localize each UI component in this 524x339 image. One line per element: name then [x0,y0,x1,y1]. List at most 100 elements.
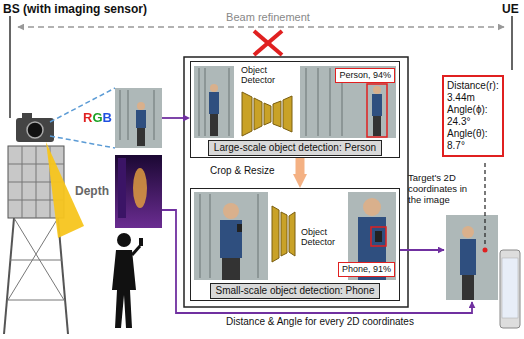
input-photo [194,192,268,280]
phone-body [500,250,520,328]
photo-ground [194,66,234,138]
depth-arrow [162,210,472,313]
rgb-image: RGB [115,88,162,148]
node-text: Distance(r): 3.44m [447,80,499,104]
node-text: RGB [83,110,112,125]
body [112,250,136,328]
annotation: Distance & Angle for every 2D coordinate… [226,316,414,328]
body [209,92,219,114]
photo-ground [194,192,268,280]
camera-lens [27,122,43,138]
object-detector-icon [272,206,295,262]
user-silhouette [112,233,143,328]
lockers [199,68,229,136]
bounding-box [371,227,386,246]
node-text: Large-scale object detection: Person [214,142,376,154]
body [460,239,476,275]
camera [16,113,54,142]
node-text: Object Detector [241,65,291,85]
phone [237,224,242,232]
node-text: Small-scale object detection: Phone [216,285,375,297]
bounding-box [367,84,387,137]
detection-panel: Object DetectorPhone, 91% Small-scale obj… [190,188,400,301]
body [372,94,382,116]
camera-body [16,118,54,142]
head [117,233,131,247]
layer [254,98,262,130]
layer [289,212,295,256]
cross-mark [254,31,282,55]
photo-ground [115,88,162,148]
body [220,220,242,258]
target-photo [446,215,498,300]
node-text: Angle(θ): 8.7° [447,128,499,152]
legs [373,116,381,136]
photo-ground [115,155,162,228]
station-label: BS (with imaging sensor) [3,2,147,16]
photo-ground [300,66,396,138]
head [373,86,381,94]
output-photo [300,66,396,138]
depth-image: Depth [115,155,162,228]
caption-band: Small-scale object detection: Phone [210,283,381,299]
rgb-photo [115,88,162,148]
mast-line [9,16,11,118]
depth-photo [115,155,162,228]
pipeline-frame [184,57,408,307]
legs [137,128,145,146]
beam-line [18,26,504,28]
tower-brace [8,218,58,300]
head [210,84,218,92]
leader-line [484,163,485,246]
phone-screen [502,258,518,318]
head [363,198,381,216]
layer [264,103,271,125]
node-text: Object Detector [301,227,346,247]
tower-brace [14,218,64,300]
layer [273,101,281,127]
node-text: Phone, 91% [342,264,391,275]
result-box: Distance(r): 3.44mAngle(ϕ): 24.3°Angle(θ… [442,75,504,157]
target-point [483,248,488,253]
depth-blob [133,168,147,208]
detection-panel: Object Detector Person, 94% Large-scale ob… [190,61,400,158]
node-text: Depth [75,184,109,198]
object-detector-icon [242,92,292,136]
annotation: Target's 2D coordinates in the image [408,172,474,205]
user-phone [500,250,520,328]
legs [210,114,218,136]
phone [139,238,143,246]
edge-label: Crop & Resize [210,165,274,177]
link-label: Beam refinement [223,11,313,24]
head [462,226,474,238]
input-photo [194,66,234,138]
view-line [50,136,115,148]
tower-rung [7,300,65,301]
layer [272,206,279,262]
phone [375,231,382,242]
body [136,110,146,128]
node-text: Person, 94% [339,70,391,81]
coordinate-arrow [400,249,444,251]
layer [242,92,252,136]
node-text: Angle(ϕ): 24.3° [447,104,499,128]
ue-line [511,16,513,70]
arm [132,246,140,255]
head [223,203,239,219]
device-label: UE [502,2,519,16]
cross-mark [254,31,282,55]
depth-blob [118,158,126,218]
tower-leg [4,218,14,334]
head [137,102,145,110]
layer [281,212,287,256]
layer [283,96,292,132]
tower-rung [10,260,62,261]
detection-tag: Person, 94% [335,68,395,83]
legs [222,258,240,280]
caption-band: Large-scale object detection: Person [208,140,382,156]
connector [296,158,305,174]
photo-ground [446,215,498,300]
legs [462,275,474,300]
connector [162,117,183,119]
